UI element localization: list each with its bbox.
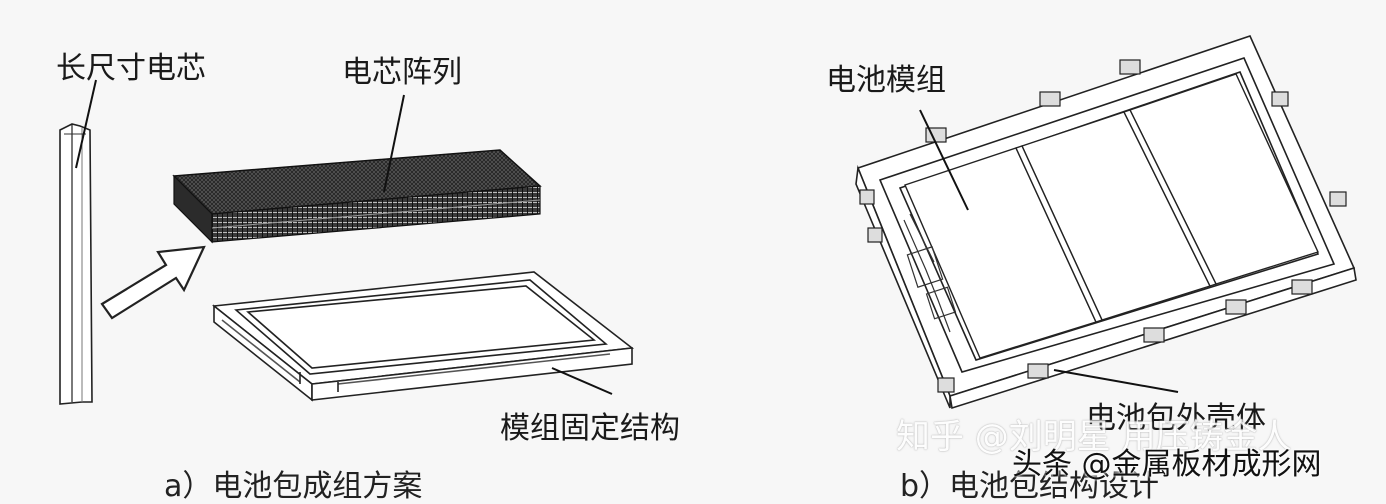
label-cell-array: 电芯阵列 [342, 55, 462, 90]
caption-a: a）电池包成组方案 [164, 469, 423, 504]
label-long-cell: 长尺寸电芯 [56, 51, 206, 86]
long-cell-blade [59, 123, 93, 405]
leader-long-cell [75, 79, 97, 169]
cell-array-block [172, 149, 542, 244]
leader-cell-array [383, 94, 405, 193]
watermark-zhihu: 知乎 @刘明星 用压铸金人 [896, 417, 1292, 457]
leader-module-fixing [551, 367, 613, 395]
pack-electronics [903, 213, 957, 333]
label-battery-module: 电池模组 [826, 63, 946, 98]
module-fixing-frame [211, 271, 635, 402]
leader-pack-housing [1053, 369, 1179, 393]
label-module-fixing: 模组固定结构 [500, 411, 680, 446]
battery-modules [904, 73, 1319, 359]
assembly-arrow [100, 245, 206, 320]
module-dividers [1015, 109, 1217, 323]
label-pack-housing: 电池包外壳体 [1086, 401, 1266, 436]
leader-battery-module [919, 109, 969, 211]
watermark-toutiao: 头条 @金属板材成形网 [1012, 447, 1322, 482]
